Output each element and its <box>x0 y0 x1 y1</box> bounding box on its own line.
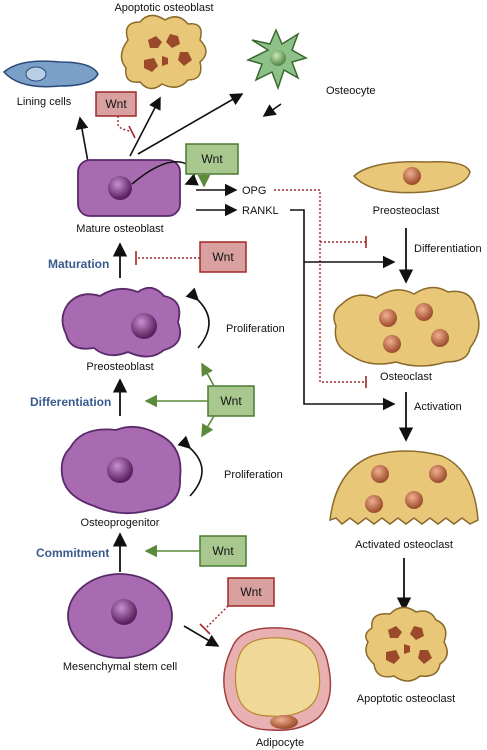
activated-osteoclast-cell <box>329 450 479 525</box>
svg-text:Wnt: Wnt <box>212 544 234 558</box>
preosteoblast-label: Preosteoblast <box>86 361 153 373</box>
maturation-label: Maturation <box>48 257 109 271</box>
rankl-activation-arrow <box>303 262 396 411</box>
mesenchymal-stem-cell-label: Mesenchymal stem cell <box>63 661 177 673</box>
opg-inhibition-line <box>274 189 366 383</box>
mesenchymal-stem-cell <box>67 573 173 659</box>
wnt-activator-differentiation: Wnt <box>144 362 255 438</box>
osteocyte-arrow <box>262 103 282 117</box>
osteocyte-label: Osteocyte <box>326 85 376 97</box>
apoptotic-osteoclast-label: Apoptotic osteoclast <box>357 693 455 705</box>
wnt-activator-commitment: Wnt <box>144 535 247 567</box>
wnt-inhibitor-lining: Wnt <box>95 91 137 139</box>
svg-text:Wnt: Wnt <box>220 394 242 408</box>
osteoclast-label: Osteoclast <box>380 371 432 383</box>
osteoclast-cell <box>333 286 480 367</box>
to-osteocyte-arrow <box>137 93 244 155</box>
oc-differentiation-label: Differentiation <box>414 243 482 255</box>
preosteoclast-cell <box>352 160 471 194</box>
to-lining-arrow <box>75 116 89 163</box>
adipogenesis-arrow <box>183 625 220 647</box>
rankl-label: RANKL <box>242 205 279 217</box>
proliferation-arrow-1 <box>185 287 210 349</box>
apoptotic-osteoclast-cell <box>365 606 448 682</box>
svg-text:Wnt: Wnt <box>105 97 127 111</box>
adipocyte-label: Adipocyte <box>256 737 304 749</box>
proliferation-label-1: Proliferation <box>226 323 285 335</box>
mature-osteoblast-label: Mature osteoblast <box>76 223 163 235</box>
osteocyte-cell <box>245 28 308 91</box>
commitment-label: Commitment <box>36 546 109 560</box>
osteoprogenitor-cell <box>60 425 182 515</box>
opg-label: OPG <box>242 185 266 197</box>
proliferation-arrow-2 <box>177 435 203 497</box>
svg-text:Wnt: Wnt <box>240 585 262 599</box>
activated-osteoclast-label: Activated osteoclast <box>355 539 453 551</box>
preosteoblast-cell <box>61 286 182 358</box>
osteoprogenitor-label: Osteoprogenitor <box>81 517 160 529</box>
wnt-inhibitor-adipocyte: Wnt <box>199 577 275 635</box>
ob-differentiation-label: Differentiation <box>30 395 111 409</box>
svg-text:Wnt: Wnt <box>201 152 223 166</box>
mature-osteoblast-cell <box>77 159 181 217</box>
proliferation-label-2: Proliferation <box>224 469 283 481</box>
preosteoclast-label: Preosteoclast <box>373 205 440 217</box>
wnt-activator-mature: Wnt <box>185 143 239 188</box>
rankl-differentiation-arrow <box>290 209 396 269</box>
svg-text:Wnt: Wnt <box>212 250 234 264</box>
wnt-inhibitor-maturation: Wnt <box>135 241 247 273</box>
lining-cell <box>2 60 99 88</box>
adipocyte-cell <box>223 627 332 731</box>
lining-cells-label: Lining cells <box>17 96 72 108</box>
apoptotic-osteoblast-cell <box>120 14 207 90</box>
oc-activation-label: Activation <box>414 401 462 413</box>
apoptotic-osteoblast-label: Apoptotic osteoblast <box>114 2 213 14</box>
to-apoptosis-arrow <box>129 96 161 157</box>
